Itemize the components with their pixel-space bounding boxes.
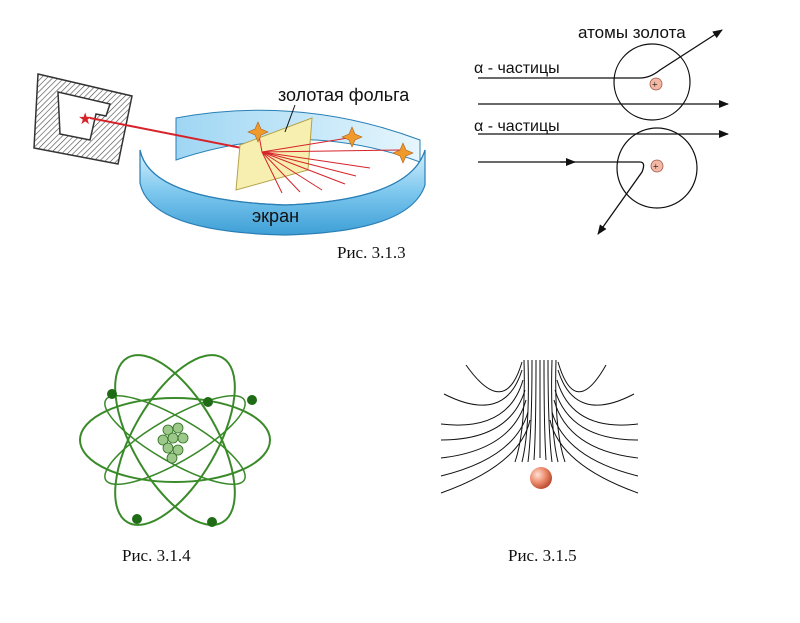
electron-orbits	[79, 354, 271, 526]
trajectory-lines	[440, 359, 639, 494]
nucleus-bottom-sign: +	[653, 162, 659, 173]
foil-pointer	[284, 104, 296, 133]
figure-3-1-4: Рис. 3.1.4	[79, 354, 271, 565]
caption-3-1-4: Рис. 3.1.4	[122, 546, 191, 565]
screen-ring-top-rim	[139, 149, 426, 206]
gold-atoms-label: атомы золота	[578, 23, 686, 42]
alpha-beam	[89, 117, 263, 153]
caption-3-1-5: Рис. 3.1.5	[508, 546, 577, 565]
caption-3-1-3: Рис. 3.1.3	[337, 243, 406, 262]
nucleus-top-sign: +	[652, 80, 658, 91]
gold-atom-top	[613, 43, 691, 121]
scattered-rays	[257, 129, 401, 194]
figure-3-1-5: Рис. 3.1.5	[440, 359, 639, 565]
electrons	[107, 389, 257, 527]
alpha-trajectories	[478, 29, 729, 235]
source-star: ★	[78, 111, 92, 128]
foil-label: золотая фольга	[278, 85, 410, 105]
nucleus-cluster	[157, 422, 189, 464]
alpha-label-bottom: α - частицы	[474, 118, 560, 135]
screen-label: экран	[252, 206, 299, 226]
gold-atom-bottom	[616, 127, 698, 209]
scintillation-sparks	[247, 121, 414, 164]
gold-nucleus-ball	[530, 467, 552, 489]
nucleus-top	[649, 77, 663, 91]
alpha-source-box	[33, 73, 133, 165]
nucleus-bottom	[650, 159, 664, 173]
alpha-label-top: α - частицы	[474, 60, 560, 77]
figure-3-1-3: ★ золотая фольга экран Рис. 3.1.3	[33, 73, 426, 262]
alpha-scattering-diagram: атомы золота α - частицы α - частицы + +	[474, 23, 729, 235]
